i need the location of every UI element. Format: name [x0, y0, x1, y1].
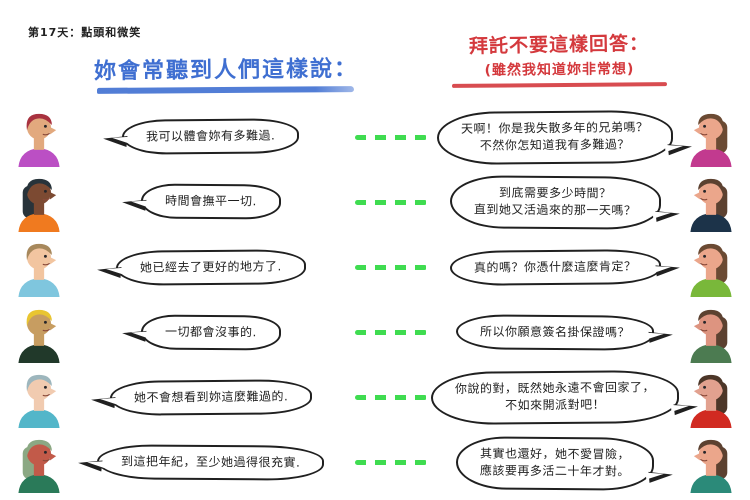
speech-row-2: 時間會撫平一切. 到底需要多少時間？ 直到她又活過來的那一天嗎？ [8, 171, 742, 233]
speech-bubble-left-6: 到這把年紀，至少她過得很充實. [97, 444, 325, 482]
green-dashed-line-icon [355, 134, 427, 140]
connector-2 [352, 199, 430, 205]
person-bust-icon [13, 237, 65, 297]
speech-row-1: 我可以體會妳有多難過. 天啊！你是我失散多年的兄弟嗎？ 不然你怎知道我有多難過？ [8, 106, 742, 168]
person-bust-icon [685, 107, 737, 167]
speech-row-3: 她已經去了更好的地方了. 真的嗎？你憑什麼這麼肯定？ [8, 236, 742, 298]
avatar-right-5 [680, 368, 742, 428]
green-dashed-line-icon [355, 395, 427, 401]
avatar-left-3 [8, 237, 70, 297]
avatar-right-3 [680, 237, 742, 297]
speech-bubble-right-5: 你說的對，既然她永遠不會回家了， 不如來開派對吧！ [430, 370, 680, 426]
speech-row-6: 到這把年紀，至少她過得很充實. 其實也還好，她不愛冒險， 應該要再多活二十年才對… [8, 432, 742, 494]
speech-bubble-left-1: 我可以體會妳有多難過. [122, 118, 300, 156]
person-bust-icon [685, 433, 737, 493]
connector-3 [352, 264, 430, 270]
connector-6 [352, 460, 430, 466]
connector-1 [352, 134, 430, 140]
person-bust-icon [685, 237, 737, 297]
connector-5 [352, 395, 430, 401]
person-bust-icon [685, 368, 737, 428]
speech-bubble-left-2: 時間會撫平一切. [140, 183, 282, 221]
avatar-left-4 [8, 303, 70, 363]
speech-row-5: 她不會想看到妳這麼難過的. 你說的對，既然她永遠不會回家了， 不如來開派對吧！ [8, 367, 742, 429]
connector-4 [352, 330, 430, 336]
green-dashed-line-icon [355, 460, 427, 466]
speech-bubble-right-6: 其實也還好，她不愛冒險， 應該要再多活二十年才對。 [455, 435, 655, 491]
speech-bubble-left-4: 一切都會沒事的. [140, 314, 282, 351]
right-column-subtitle: (雖然我知道妳非常想) [484, 61, 635, 79]
right-column-header: 拜託不要這樣回答： (雖然我知道妳非常想) [451, 30, 668, 88]
left-column-title: 妳會常聽到人們這樣說： [93, 56, 359, 85]
blue-brush-underline [97, 86, 355, 94]
avatar-left-6 [8, 433, 70, 493]
speech-rows: 我可以體會妳有多難過. 天啊！你是我失散多年的兄弟嗎？ 不然你怎知道我有多難過？… [0, 106, 750, 494]
avatar-right-6 [680, 433, 742, 493]
avatar-right-2 [680, 172, 742, 232]
left-column-header: 妳會常聽到人們這樣說： [92, 52, 360, 94]
person-bust-icon [13, 368, 65, 428]
red-brush-underline [451, 82, 668, 88]
green-dashed-line-icon [355, 264, 427, 270]
person-bust-icon [685, 303, 737, 363]
avatar-left-5 [8, 368, 70, 428]
speech-row-4: 一切都會沒事的. 所以你願意簽名掛保證嗎？ [8, 302, 742, 364]
speech-bubble-left-3: 她已經去了更好的地方了. [115, 248, 307, 286]
avatar-right-1 [680, 107, 742, 167]
speech-bubble-right-1: 天啊！你是我失散多年的兄弟嗎？ 不然你怎知道我有多難過？ [437, 109, 673, 165]
green-dashed-line-icon [355, 199, 427, 205]
speech-bubble-right-2: 到底需要多少時間？ 直到她又活過來的那一天嗎？ [449, 175, 661, 230]
avatar-right-4 [680, 303, 742, 363]
person-bust-icon [685, 172, 737, 232]
right-column-title: 拜託不要這樣回答： [469, 32, 650, 58]
page-header-label: 第17天：點頭和微笑 [28, 26, 142, 39]
avatar-left-2 [8, 172, 70, 232]
green-dashed-line-icon [355, 330, 427, 336]
person-bust-icon [13, 107, 65, 167]
avatar-left-1 [8, 107, 70, 167]
person-bust-icon [13, 433, 65, 493]
speech-bubble-right-4: 所以你願意簽名掛保證嗎？ [455, 314, 655, 351]
person-bust-icon [13, 303, 65, 363]
speech-bubble-left-5: 她不會想看到妳這麼難過的. [109, 379, 313, 417]
speech-bubble-right-3: 真的嗎？你憑什麼這麼肯定？ [449, 248, 661, 286]
person-bust-icon [13, 172, 65, 232]
